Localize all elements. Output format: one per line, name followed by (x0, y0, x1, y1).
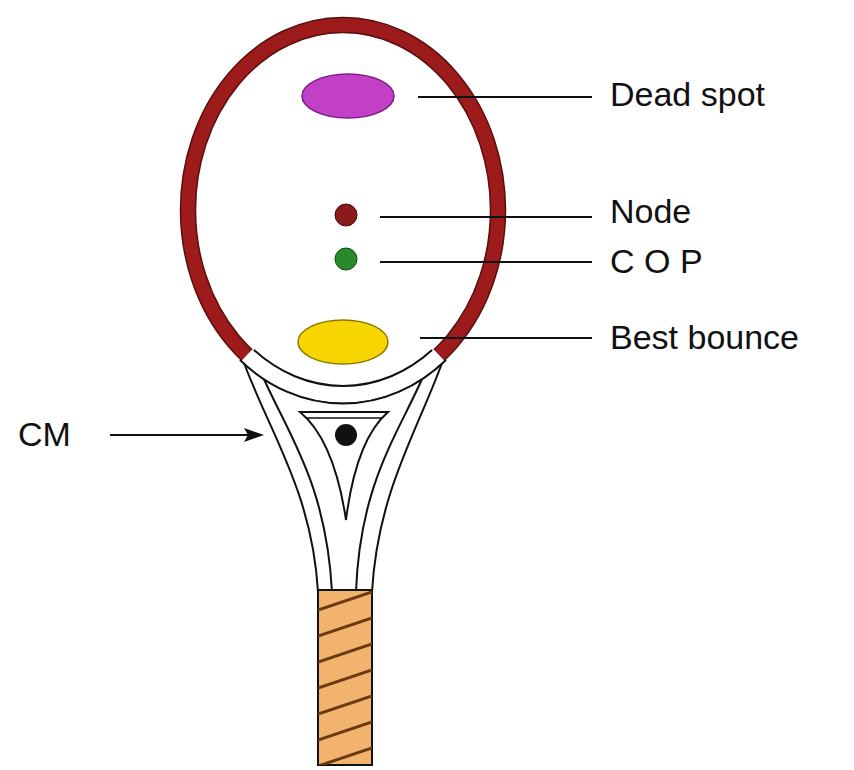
callout-label: C O P (610, 243, 703, 280)
callout-label: Dead spot (610, 76, 765, 113)
callout-label: CM (18, 416, 71, 453)
callout-label: Node (610, 193, 691, 230)
callout-label: Best bounce (610, 319, 799, 356)
